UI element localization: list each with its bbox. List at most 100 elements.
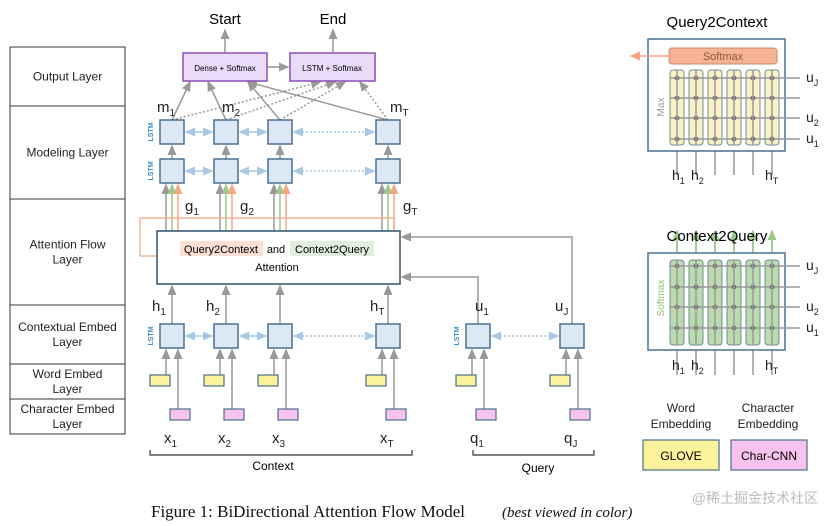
arrow bbox=[171, 79, 322, 121]
uJ-label: uJ bbox=[806, 257, 818, 276]
layer-label: Modeling Layer bbox=[26, 146, 108, 160]
softmax-label: Softmax bbox=[703, 51, 744, 63]
layer-label: Layer bbox=[52, 417, 82, 431]
dense-softmax-box bbox=[182, 52, 268, 82]
attention-line2: Attention bbox=[255, 262, 298, 274]
dense-softmax-label: Dense + Softmax bbox=[194, 64, 256, 73]
layer-label: Layer bbox=[52, 335, 82, 349]
x-label: x3 bbox=[272, 430, 286, 450]
figure-caption: Figure 1: BiDirectional Attention Flow M… bbox=[151, 502, 465, 521]
layer-label: Output Layer bbox=[33, 70, 102, 84]
glove-label: GLOVE bbox=[660, 449, 701, 463]
context-bracket bbox=[149, 450, 413, 456]
layer-label: Layer bbox=[52, 382, 82, 396]
word-embedding-box bbox=[203, 374, 225, 387]
layer-box bbox=[9, 198, 126, 306]
hT-label: hT bbox=[765, 357, 779, 376]
layer-label: Character Embed bbox=[20, 402, 114, 416]
attention-box bbox=[156, 230, 401, 285]
lstm-label: LSTM bbox=[454, 326, 461, 345]
char-embedding-box bbox=[385, 408, 407, 421]
charcnn-label: Char-CNN bbox=[741, 449, 797, 463]
attention-c2q: Context2Query bbox=[295, 244, 369, 256]
x-label: x2 bbox=[218, 430, 232, 450]
u2-label: u2 bbox=[806, 298, 819, 317]
layer-label: Layer bbox=[52, 253, 82, 267]
q1-label: q1 bbox=[470, 430, 484, 450]
query-bracket bbox=[472, 450, 595, 456]
layer-label: Attention Flow bbox=[29, 238, 105, 252]
watermark: @稀土掘金技术社区 bbox=[692, 490, 818, 506]
char-embedding-title-2: Embedding bbox=[738, 417, 799, 431]
u1-label: u1 bbox=[475, 298, 489, 318]
max-label: Max bbox=[656, 98, 667, 117]
uJ-label: uJ bbox=[806, 69, 818, 88]
uJ-label: uJ bbox=[555, 298, 568, 318]
lstm-label: LSTM bbox=[148, 161, 155, 180]
g1-label: g1 bbox=[185, 198, 199, 218]
context-label: Context bbox=[252, 459, 294, 473]
char-embedding-title-1: Character bbox=[742, 401, 795, 415]
context-lstm-cell bbox=[375, 323, 401, 349]
start-label: Start bbox=[209, 11, 242, 28]
h-label: h1 bbox=[152, 298, 166, 318]
lstm-label: LSTM bbox=[148, 326, 155, 345]
char-embedding-box bbox=[223, 408, 245, 421]
char-embedding-box bbox=[277, 408, 299, 421]
mT-label: mT bbox=[390, 99, 409, 119]
modeling-lstm-cell bbox=[375, 119, 401, 145]
glove-box bbox=[642, 439, 720, 471]
arrow bbox=[246, 80, 389, 121]
word-embedding-box bbox=[149, 374, 171, 387]
u2-label: u2 bbox=[806, 109, 819, 128]
gT-label: gT bbox=[403, 198, 417, 218]
u1-label: u1 bbox=[806, 319, 819, 338]
end-label: End bbox=[320, 11, 347, 28]
modeling-lstm-cell bbox=[267, 119, 293, 145]
context-lstm-cell bbox=[213, 323, 239, 349]
qJ-label: qJ bbox=[564, 430, 577, 450]
panel-title: Query2Context bbox=[667, 14, 769, 31]
arrow bbox=[225, 80, 337, 121]
char-embedding-box bbox=[569, 408, 591, 421]
q2c-highlight bbox=[180, 241, 263, 256]
query-lstm-cell bbox=[559, 323, 585, 349]
u1-label: u1 bbox=[806, 130, 819, 149]
arrow bbox=[247, 80, 281, 121]
m1-label: m1 bbox=[157, 99, 176, 119]
u1-to-attention bbox=[400, 272, 479, 324]
modeling-lstm-cell bbox=[213, 119, 239, 145]
arrow bbox=[171, 80, 191, 121]
h1-label: h1 bbox=[672, 167, 685, 186]
char-embedding-box bbox=[169, 408, 191, 421]
layer-label: Word Embed bbox=[33, 367, 103, 381]
lstm-softmax-label: LSTM + Softmax bbox=[302, 64, 362, 73]
layer-box bbox=[9, 398, 126, 435]
layer-box bbox=[9, 105, 126, 200]
uJ-to-attention bbox=[400, 232, 573, 324]
charcnn-box bbox=[730, 439, 808, 471]
figure-caption-note: (best viewed in color) bbox=[502, 505, 632, 521]
arrow bbox=[207, 80, 227, 121]
h-label: h2 bbox=[206, 298, 220, 318]
char-embedding-box bbox=[475, 408, 497, 421]
m2-label: m2 bbox=[222, 99, 241, 119]
word-embedding-title-1: Word bbox=[667, 401, 695, 415]
modeling-lstm-cell bbox=[159, 119, 185, 145]
context-lstm-cell bbox=[267, 323, 293, 349]
h2-label: h2 bbox=[691, 167, 704, 186]
c2q-highlight bbox=[290, 241, 374, 256]
word-embedding-box bbox=[257, 374, 279, 387]
h2-label: h2 bbox=[691, 357, 704, 376]
hT-label: hT bbox=[765, 167, 779, 186]
attention-q2c: Query2Context bbox=[184, 244, 258, 256]
query-label: Query bbox=[522, 461, 555, 475]
attention-and: and bbox=[267, 244, 285, 256]
layer-box bbox=[9, 304, 126, 365]
x-label: x1 bbox=[164, 430, 178, 450]
q2c-feedback-line bbox=[139, 217, 395, 257]
panel-title: Context2Query bbox=[667, 228, 768, 245]
query-lstm-cell bbox=[465, 323, 491, 349]
